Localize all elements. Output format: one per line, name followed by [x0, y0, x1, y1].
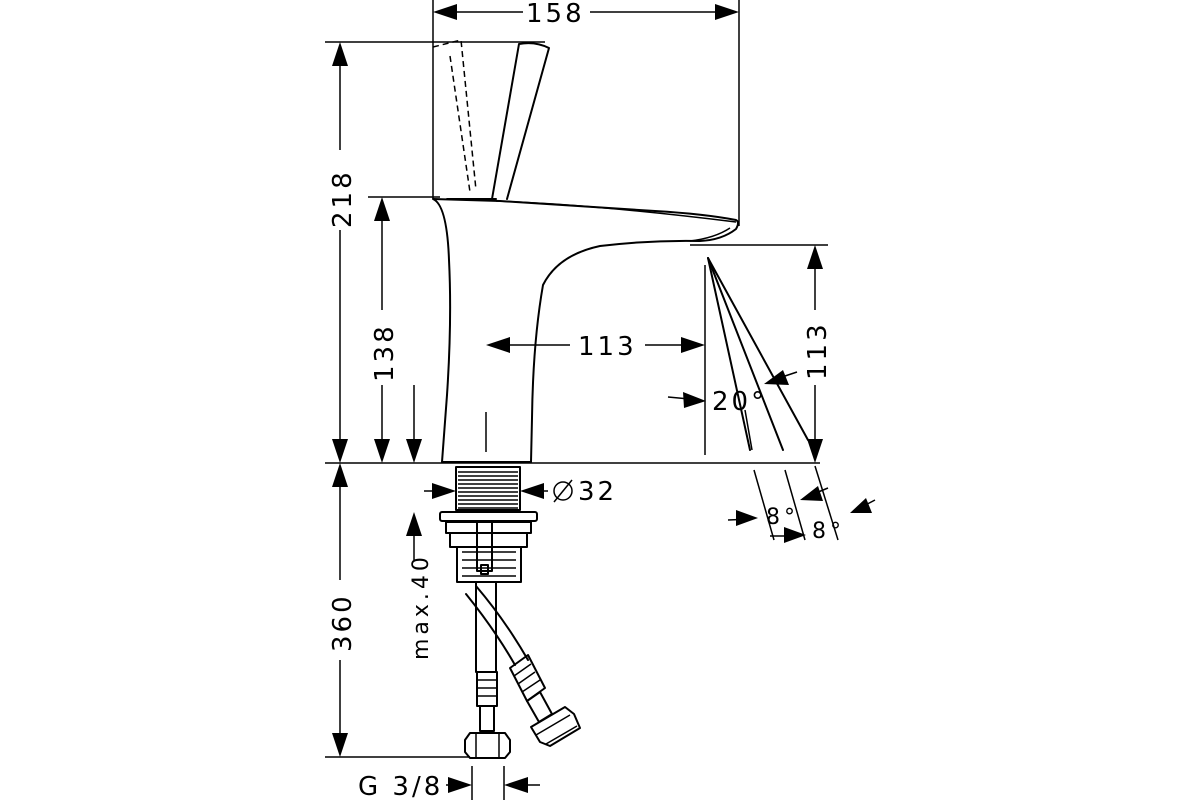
dim-113-height-label: 113	[803, 321, 833, 380]
dim-32-label: 32	[578, 477, 617, 507]
spray-pattern	[707, 257, 809, 451]
supply-hose-left	[464, 581, 511, 759]
dim-218-label: 218	[328, 169, 358, 228]
angle-20-label: 20°	[712, 387, 767, 417]
dim-113-reach-line	[486, 337, 705, 353]
dim-max40-line	[406, 512, 422, 560]
dim-158-label: 158	[526, 0, 585, 29]
dim-32-arrows	[424, 483, 548, 499]
handle-lever	[446, 42, 550, 200]
supply-hose-right	[465, 585, 581, 747]
dim-g38-arrows	[446, 777, 540, 793]
angle-8-label-right: 8°	[812, 519, 845, 544]
dim-158-line	[433, 4, 739, 20]
angle-8-arrows	[727, 486, 876, 543]
faucet-body	[432, 198, 739, 463]
dim-138-line	[374, 197, 390, 463]
handle-alt-position	[432, 39, 477, 193]
dim-g38-label: G 3/8	[358, 772, 443, 800]
dim-113-height-line	[807, 245, 823, 463]
dim-113-reach-label: 113	[578, 332, 637, 362]
mounting-washer	[439, 511, 538, 548]
dim-max40-label: max.40	[409, 553, 434, 660]
deck-surface-arrow	[406, 385, 422, 463]
dim-218-line	[332, 42, 348, 463]
dim-360-line	[332, 463, 348, 757]
mounting-nut	[456, 521, 522, 583]
diameter-symbol-icon	[553, 479, 573, 503]
extension-lines	[325, 0, 839, 800]
angle-8-label-left: 8°	[766, 505, 799, 530]
angle-20-arrows	[667, 370, 798, 408]
shank-threads	[455, 466, 521, 511]
dim-138-label: 138	[370, 323, 400, 382]
dim-360-label: 360	[328, 593, 358, 652]
